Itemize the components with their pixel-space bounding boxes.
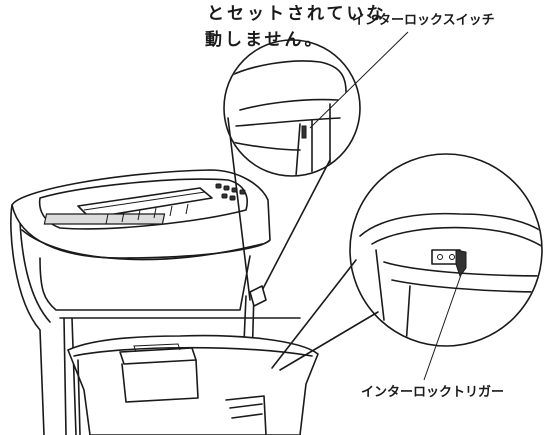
waste-bin — [67, 334, 319, 435]
description-line-1: とセットされていな — [207, 4, 387, 24]
description-line-2: 動しません。 — [205, 30, 325, 50]
interlock-switch-label: インターロックスイッチ — [352, 13, 495, 28]
leader-lines — [309, 31, 463, 381]
trigger-connector — [271, 259, 379, 371]
control-panel — [215, 183, 246, 201]
paper-slot — [43, 187, 213, 225]
switch-magnifier — [223, 39, 361, 177]
interlock-trigger-label: インターロックトリガー — [361, 385, 505, 400]
trigger-magnifier — [349, 153, 543, 347]
switch-connector — [227, 117, 331, 307]
